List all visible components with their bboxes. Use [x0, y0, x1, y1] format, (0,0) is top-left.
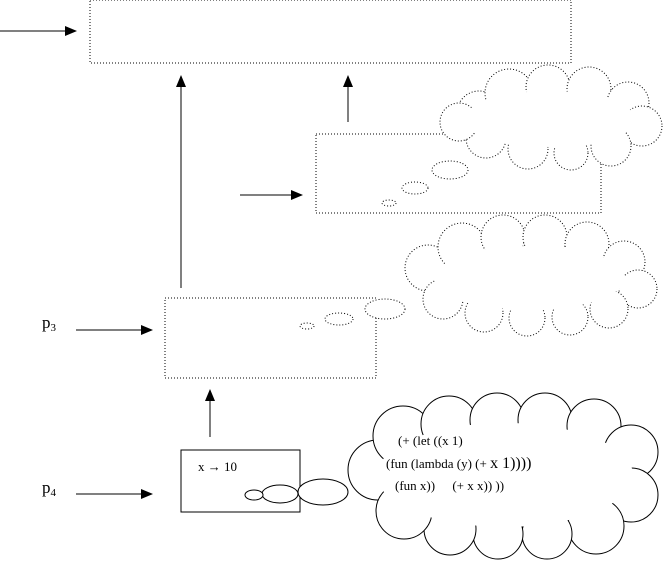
- cloud-bottom: [347, 392, 659, 560]
- label-p4: p4: [42, 478, 56, 499]
- code-line-3-part-a: (fun x)): [395, 478, 436, 493]
- code-line-3: (fun x)) (+ x x)) )): [395, 478, 504, 494]
- thought-bubbles-upper: [381, 160, 469, 207]
- cloud-middle: [404, 214, 658, 337]
- cloud-upper: [439, 64, 663, 171]
- label-p3-base: p: [42, 313, 51, 332]
- label-p3: p3: [42, 313, 56, 334]
- code-line-2-part-b: x 1)))): [490, 455, 532, 472]
- code-line-1: (+ (let ((x 1): [398, 433, 463, 448]
- frame-top: [89, 0, 572, 64]
- label-p3-sub: 3: [50, 322, 57, 334]
- binding-x: x → 10: [198, 459, 237, 475]
- code-line-2: (fun (lambda (y) (+ x 1)))): [386, 455, 531, 473]
- binding-value: 10: [224, 459, 237, 474]
- thought-bubbles-middle: [299, 298, 406, 330]
- frame-p3: [164, 297, 377, 379]
- binding-arrow-icon: →: [207, 459, 221, 474]
- frame-p4: [180, 449, 301, 513]
- thought-bubbles-bottom: [244, 478, 349, 506]
- code-line-2-part-a: (fun (lambda (y) (+: [386, 456, 487, 471]
- label-p4-sub: 4: [50, 487, 57, 499]
- binding-var: x: [198, 459, 205, 474]
- frame-middle: [315, 133, 602, 214]
- label-p4-base: p: [42, 478, 51, 497]
- code-line-3-part-b: (+ x x)) )): [452, 478, 505, 493]
